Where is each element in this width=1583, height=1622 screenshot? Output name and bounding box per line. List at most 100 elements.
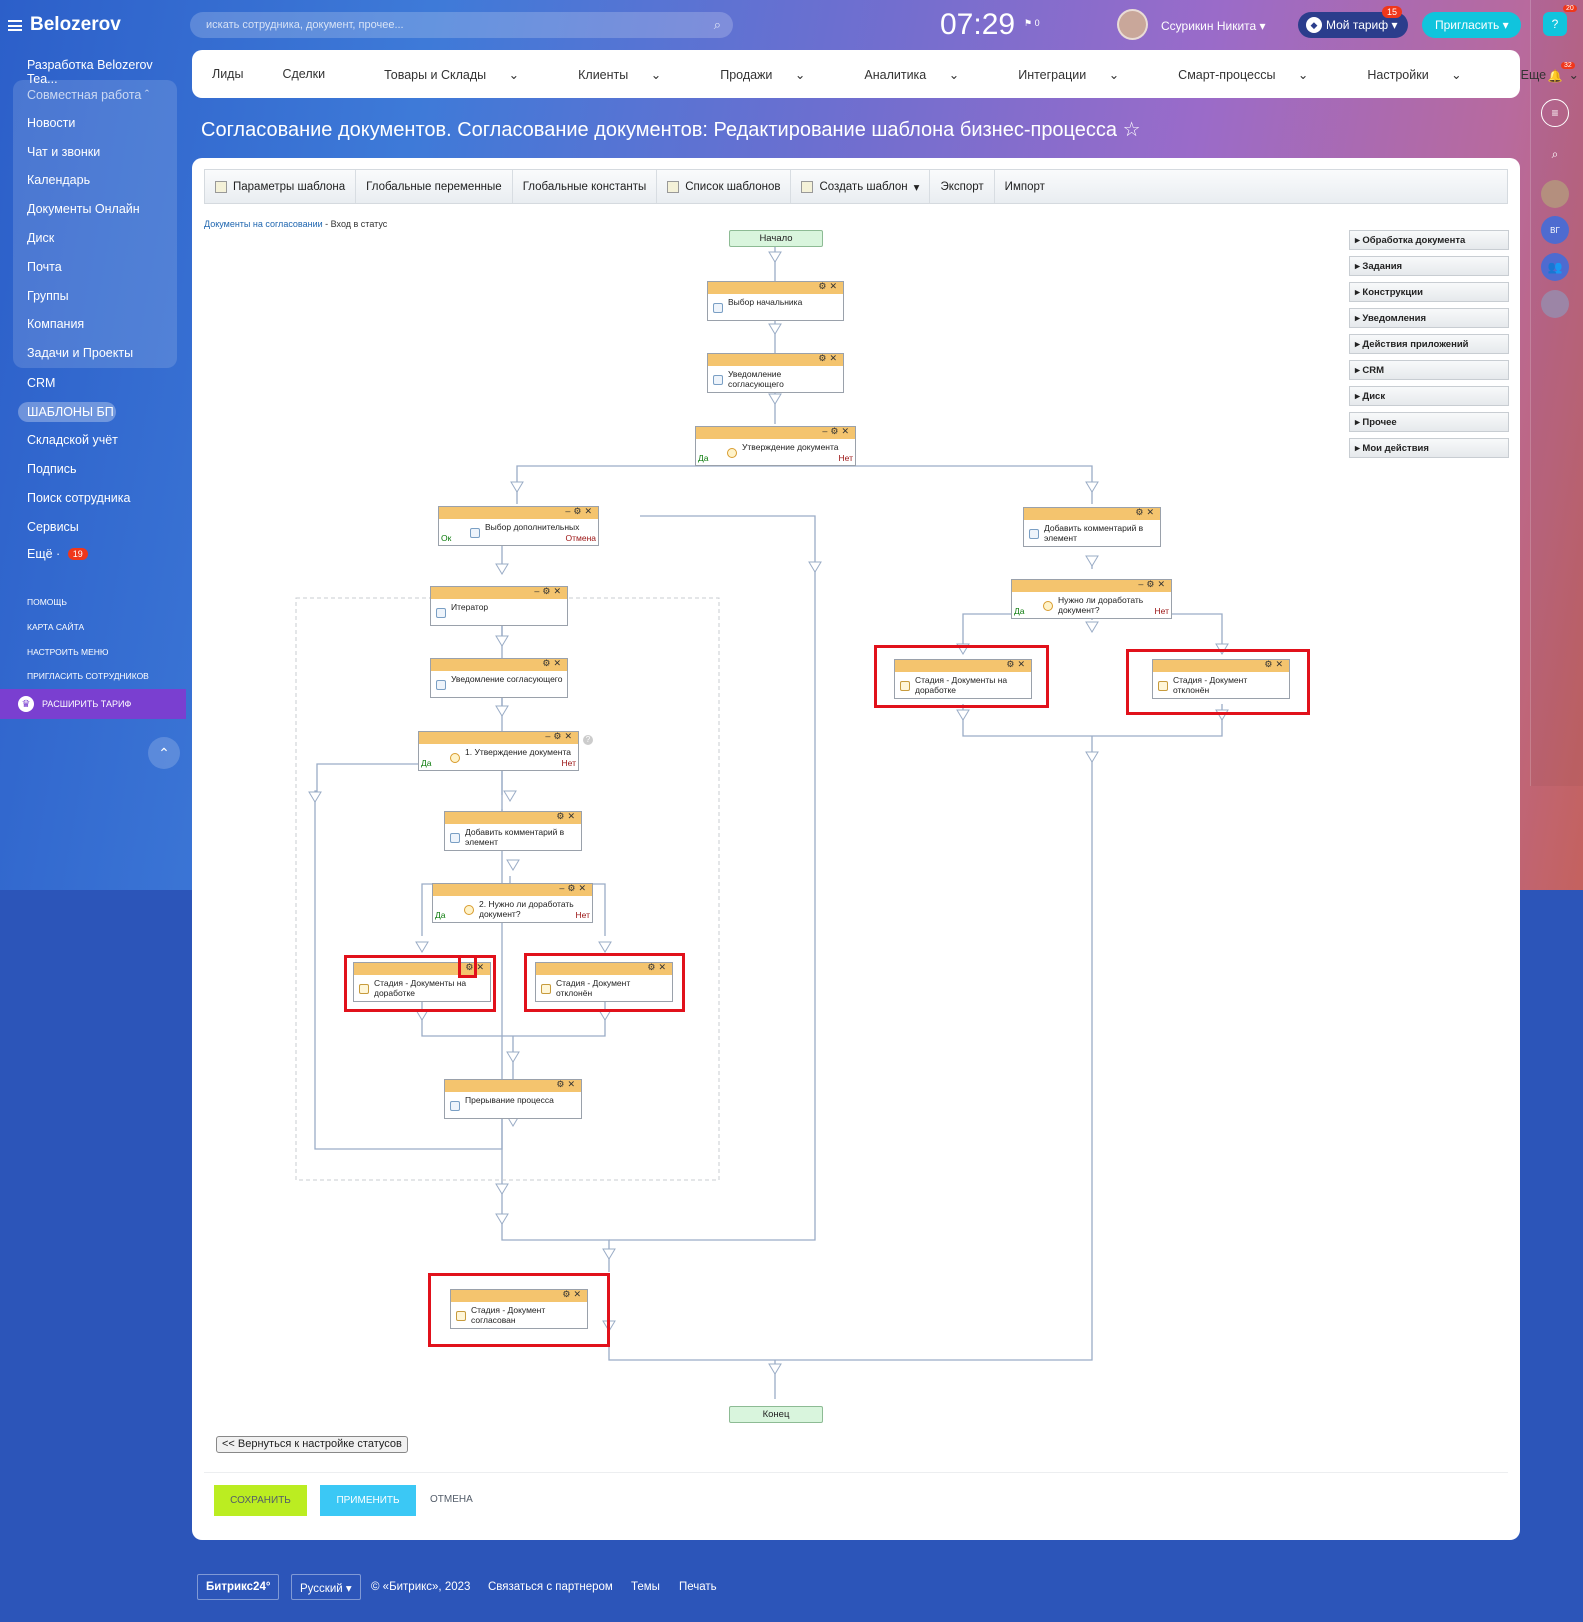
search-icon[interactable]: ⌕ bbox=[1551, 146, 1559, 161]
nav-deals[interactable]: Сделки bbox=[282, 67, 326, 81]
contact-initials[interactable]: ВГ bbox=[1541, 216, 1569, 244]
clock[interactable]: 07:29 bbox=[940, 8, 1016, 41]
minimize-settings-close-icons[interactable]: –⚙✕ bbox=[545, 731, 575, 741]
minimize-settings-close-icons[interactable]: –⚙✕ bbox=[534, 586, 564, 596]
sitemap-link[interactable]: КАРТА САЙТА bbox=[27, 622, 85, 632]
activity-stage-approved[interactable]: ⚙✕Стадия - Документ согласован bbox=[450, 1289, 588, 1329]
nav-integrations[interactable]: Интеграции ⌄ bbox=[1018, 67, 1120, 82]
invite-button[interactable]: Пригласить ▾ bbox=[1422, 12, 1521, 38]
sidebar-group-title[interactable]: Совместная работа ˆ bbox=[0, 88, 186, 102]
scroll-up-button[interactable]: ⌃ bbox=[148, 737, 180, 769]
minimize-settings-close-icons[interactable]: –⚙✕ bbox=[565, 506, 595, 516]
activity-select-boss[interactable]: ⚙✕Выбор начальника bbox=[707, 281, 844, 321]
footer-brand[interactable]: Битрикс24° bbox=[197, 1574, 280, 1600]
sidebar-item-team[interactable]: Разработка Belozerov Tea... bbox=[27, 58, 153, 86]
category-doc-processing[interactable]: ▸ Обработка документа bbox=[1349, 230, 1509, 250]
minimize-settings-close-icons[interactable]: –⚙✕ bbox=[1138, 579, 1168, 589]
avatar[interactable] bbox=[1117, 9, 1148, 40]
help-icon[interactable]: ? bbox=[583, 735, 593, 745]
category-notifications[interactable]: ▸ Уведомления bbox=[1349, 308, 1509, 328]
nav-clients[interactable]: Клиенты ⌄ bbox=[578, 67, 662, 82]
activity-add-comment-right[interactable]: ⚙✕Добавить комментарий в элемент bbox=[1023, 507, 1161, 547]
star-icon[interactable]: ☆ bbox=[1122, 119, 1141, 141]
global-constants-button[interactable]: Глобальные константы bbox=[513, 170, 658, 203]
category-tasks[interactable]: ▸ Задания bbox=[1349, 256, 1509, 276]
category-other[interactable]: ▸ Прочее bbox=[1349, 412, 1509, 432]
category-my-actions[interactable]: ▸ Мои действия bbox=[1349, 438, 1509, 458]
sidebar-item-calendar[interactable]: Календарь bbox=[27, 173, 91, 187]
settings-close-icons[interactable]: ⚙✕ bbox=[647, 962, 669, 972]
configure-menu-link[interactable]: НАСТРОИТЬ МЕНЮ bbox=[27, 647, 109, 657]
settings-close-icons[interactable]: ⚙✕ bbox=[1135, 507, 1157, 517]
sidebar-item-crm[interactable]: CRM bbox=[27, 376, 56, 390]
sidebar-item-disk[interactable]: Диск bbox=[27, 231, 55, 245]
activity-iterator[interactable]: –⚙✕Итератор bbox=[430, 586, 568, 626]
settings-close-icons[interactable]: ⚙✕ bbox=[818, 353, 840, 363]
create-template-button[interactable]: Создать шаблон ▾ bbox=[791, 170, 931, 203]
user-menu[interactable]: Ссурикин Никита ▾ bbox=[1161, 19, 1266, 33]
contact-avatar-2[interactable] bbox=[1541, 290, 1569, 318]
settings-close-icons[interactable]: ⚙✕ bbox=[818, 281, 840, 291]
sidebar-item-services[interactable]: Сервисы bbox=[27, 520, 79, 534]
category-disk[interactable]: ▸ Диск bbox=[1349, 386, 1509, 406]
sidebar-item-warehouse[interactable]: Складской учёт bbox=[27, 433, 118, 447]
activity-stage-rejected[interactable]: ⚙✕Стадия - Документ отклонён bbox=[535, 962, 673, 1002]
minimize-settings-close-icons[interactable]: –⚙✕ bbox=[822, 426, 852, 436]
group-chat-icon[interactable]: 👥 bbox=[1541, 253, 1569, 281]
cancel-button[interactable]: ОТМЕНА bbox=[430, 1494, 473, 1505]
template-list-button[interactable]: Список шаблонов bbox=[657, 170, 792, 203]
sidebar-item-company[interactable]: Компания bbox=[27, 317, 85, 331]
activity-add-comment[interactable]: ⚙✕Добавить комментарий в элемент bbox=[444, 811, 582, 851]
nav-leads[interactable]: Лиды bbox=[212, 67, 244, 81]
sidebar-item-search[interactable]: Поиск сотрудника bbox=[27, 491, 131, 505]
activity-stage-revision-right[interactable]: ⚙✕Стадия - Документы на доработке bbox=[894, 659, 1032, 699]
start-node[interactable]: Начало bbox=[729, 230, 823, 247]
sidebar-item-groups[interactable]: Группы bbox=[27, 289, 69, 303]
settings-close-icons[interactable]: ⚙✕ bbox=[542, 658, 564, 668]
activity-notify-approver[interactable]: ⚙✕Уведомление согласующего bbox=[707, 353, 844, 393]
category-crm[interactable]: ▸ CRM bbox=[1349, 360, 1509, 380]
breadcrumb-link[interactable]: Документы на согласовании bbox=[204, 219, 323, 229]
sidebar-item-chat[interactable]: Чат и звонки bbox=[27, 145, 101, 159]
nav-more[interactable]: Еще ⌄ bbox=[1520, 67, 1580, 82]
nav-goods[interactable]: Товары и Склады ⌄ bbox=[384, 67, 520, 82]
nav-smart[interactable]: Смарт-процессы ⌄ bbox=[1178, 67, 1309, 82]
work-day-flag[interactable]: ⚑ 0 bbox=[1024, 18, 1040, 29]
settings-close-icons[interactable]: ⚙✕ bbox=[1006, 659, 1028, 669]
back-to-statuses-button[interactable]: << Вернуться к настройке статусов bbox=[216, 1436, 408, 1453]
sidebar-item-mail[interactable]: Почта bbox=[27, 260, 62, 274]
invite-employees-link[interactable]: ПРИГЛАСИТЬ СОТРУДНИКОВ bbox=[27, 671, 149, 681]
sidebar-item-sign[interactable]: Подпись bbox=[27, 462, 77, 476]
menu-icon[interactable] bbox=[8, 19, 22, 31]
search-icon[interactable]: ⌕ bbox=[713, 17, 721, 32]
tariff-button[interactable]: ◆Мой тариф ▾15 bbox=[1298, 6, 1408, 38]
app-logo[interactable]: Belozerov bbox=[8, 14, 121, 36]
help-icon[interactable]: ?20 bbox=[1543, 5, 1577, 36]
settings-close-icons[interactable]: ⚙✕ bbox=[556, 811, 578, 821]
footer-partner-link[interactable]: Связаться с партнером bbox=[488, 1581, 613, 1593]
contact-avatar[interactable] bbox=[1541, 180, 1569, 208]
settings-close-icons[interactable]: ⚙✕ bbox=[562, 1289, 584, 1299]
nav-sales[interactable]: Продажи ⌄ bbox=[720, 67, 806, 82]
end-node[interactable]: Конец bbox=[729, 1406, 823, 1423]
sidebar-item-news[interactable]: Новости bbox=[27, 116, 76, 130]
apply-button[interactable]: ПРИМЕНИТЬ bbox=[320, 1485, 416, 1516]
sidebar-item-docs[interactable]: Документы Онлайн bbox=[27, 202, 140, 216]
footer-themes-link[interactable]: Темы bbox=[631, 1581, 660, 1593]
sidebar-item-more[interactable]: Ещё · 19 bbox=[0, 547, 186, 561]
activity-stage-rejected-right[interactable]: ⚙✕Стадия - Документ отклонён bbox=[1152, 659, 1290, 699]
global-variables-button[interactable]: Глобальные переменные bbox=[356, 170, 513, 203]
category-constructions[interactable]: ▸ Конструкции bbox=[1349, 282, 1509, 302]
help-link[interactable]: ПОМОЩЬ bbox=[27, 597, 67, 607]
footer-print-link[interactable]: Печать bbox=[679, 1581, 717, 1593]
template-params-button[interactable]: Параметры шаблона bbox=[205, 170, 357, 203]
settings-close-icons[interactable]: ⚙✕ bbox=[1264, 659, 1286, 669]
save-button[interactable]: СОХРАНИТЬ bbox=[214, 1485, 307, 1516]
import-button[interactable]: Импорт bbox=[1004, 180, 1045, 193]
category-app-actions[interactable]: ▸ Действия приложений bbox=[1349, 334, 1509, 354]
